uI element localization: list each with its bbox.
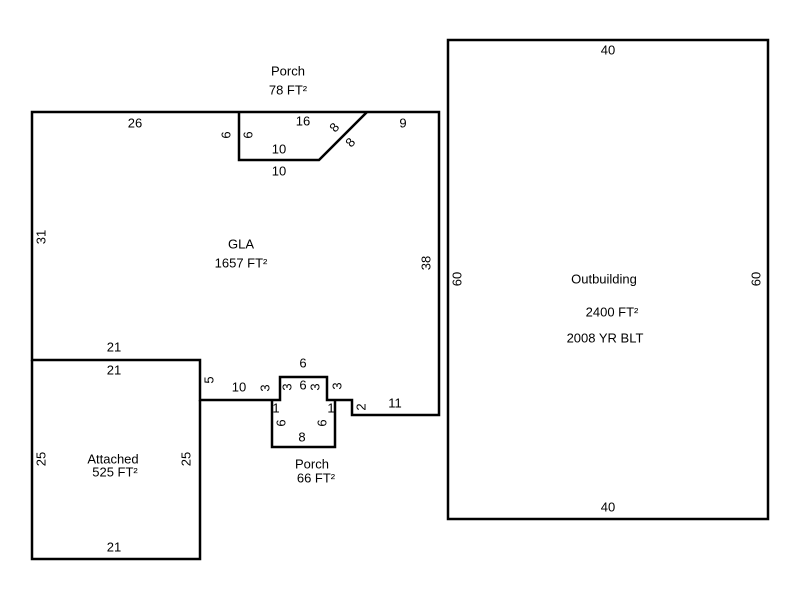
dimension-label: 25	[33, 452, 48, 466]
dimension-label: 10	[232, 379, 246, 394]
dimension-label: 1	[327, 400, 334, 415]
dimension-label: 9	[399, 115, 406, 130]
dimension-label: 3	[279, 383, 294, 390]
dimension-label: 40	[601, 42, 615, 57]
dimension-label: 38	[418, 256, 433, 270]
dimension-label: 6	[299, 355, 306, 370]
gla-name: GLA	[228, 236, 254, 251]
dimension-label: 8	[342, 135, 358, 150]
porch-top-area: 78 FT²	[269, 82, 308, 97]
dimension-label: 6	[314, 419, 329, 426]
dimension-label: 5	[201, 376, 216, 383]
outbuilding-area: 2400 FT²	[586, 304, 639, 319]
gla-outline	[30, 110, 441, 417]
dimension-label: 26	[128, 115, 142, 130]
dimension-label: 25	[178, 452, 193, 466]
dimension-label: 60	[449, 272, 464, 286]
dimension-label: 3	[329, 382, 344, 389]
dimension-label: 1	[272, 400, 279, 415]
dimension-label: 31	[33, 230, 48, 244]
dimension-label: 11	[388, 395, 402, 410]
dimension-label: 40	[601, 499, 615, 514]
dimension-label: 10	[272, 141, 286, 156]
dimension-label: 8	[326, 120, 342, 135]
outbuilding-year: 2008 YR BLT	[567, 330, 644, 345]
porch-bottom-outline	[270, 400, 337, 449]
dimension-label: 21	[107, 362, 121, 377]
dimension-label: 6	[240, 131, 255, 138]
attached-area: 525 FT²	[92, 464, 138, 479]
dimension-label: 6	[273, 419, 288, 426]
dimension-label: 8	[298, 429, 305, 444]
dimension-label: 16	[296, 113, 310, 128]
outbuilding-outline	[446, 38, 770, 521]
porch-bottom-area: 66 FT²	[297, 470, 336, 485]
dimension-label: 3	[307, 383, 322, 390]
attached-name: Attached	[87, 451, 138, 466]
dimension-label: 60	[748, 272, 763, 286]
dimension-label: 6	[218, 131, 233, 138]
gla-area: 1657 FT²	[215, 255, 268, 270]
porch-top-outline	[237, 111, 368, 162]
dimension-label: 3	[257, 384, 272, 391]
dimension-label: 10	[272, 163, 286, 178]
porch-bottom-name: Porch	[295, 456, 329, 471]
dimension-label: 21	[107, 339, 121, 354]
dimension-label: 6	[299, 377, 306, 392]
attached-outline	[30, 360, 202, 561]
outbuilding-name: Outbuilding	[571, 271, 637, 286]
porch-top-name: Porch	[271, 63, 305, 78]
dimension-label: 21	[107, 539, 121, 554]
dimension-label: 2	[353, 403, 368, 410]
